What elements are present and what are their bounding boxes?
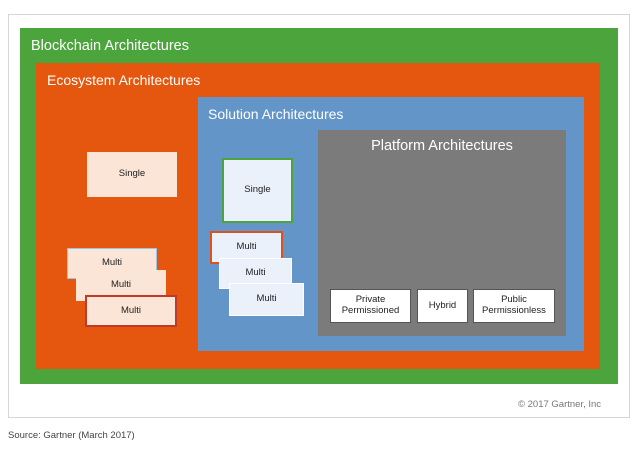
ecosystem-single-box: Single [87, 152, 177, 197]
hybrid-box: Hybrid [417, 289, 468, 323]
solution-architectures-title: Solution Architectures [208, 106, 344, 122]
blockchain-architectures-title: Blockchain Architectures [31, 38, 189, 54]
ecosystem-architectures-title: Ecosystem Architectures [47, 72, 201, 88]
private-permissioned-box: Private Permissioned [330, 289, 411, 323]
public-permissionless-line1: Public [501, 294, 527, 306]
ecosystem-multi-box-3: Multi [85, 295, 177, 327]
copyright-notice: © 2017 Gartner, Inc [518, 399, 602, 410]
solution-multi-box-3: Multi [229, 283, 304, 316]
solution-single-box: Single [222, 158, 293, 223]
source-caption: Source: Gartner (March 2017) [8, 430, 135, 441]
private-permissioned-line2: Permissioned [341, 305, 400, 316]
public-permissionless-box: Public Permissionless [473, 289, 555, 323]
public-permissionless-line2: Permissionless [482, 305, 546, 316]
platform-architectures-title: Platform Architectures [371, 138, 513, 154]
private-permissioned-line1: Private [355, 294, 386, 306]
